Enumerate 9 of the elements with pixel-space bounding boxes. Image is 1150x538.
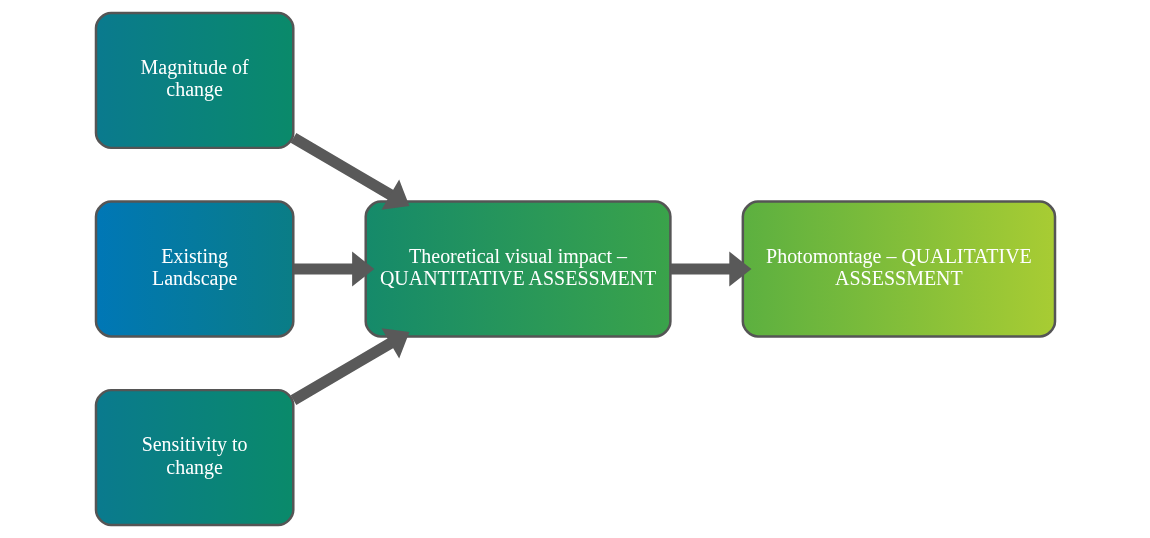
node-box: Photomontage – QUALITATIVE ASSESSMENT — [741, 200, 1056, 338]
node-box: Magnitude of change — [94, 11, 295, 150]
node-box: Sensitivity to change — [94, 388, 295, 527]
node-box: Existing Landscape — [94, 200, 295, 338]
arrow — [290, 328, 409, 406]
arrow — [670, 251, 751, 287]
arrow — [290, 132, 409, 210]
node-box: Theoretical visual impact – QUANTITATIVE ASSESSMENT — [363, 200, 672, 338]
arrow — [293, 251, 374, 287]
